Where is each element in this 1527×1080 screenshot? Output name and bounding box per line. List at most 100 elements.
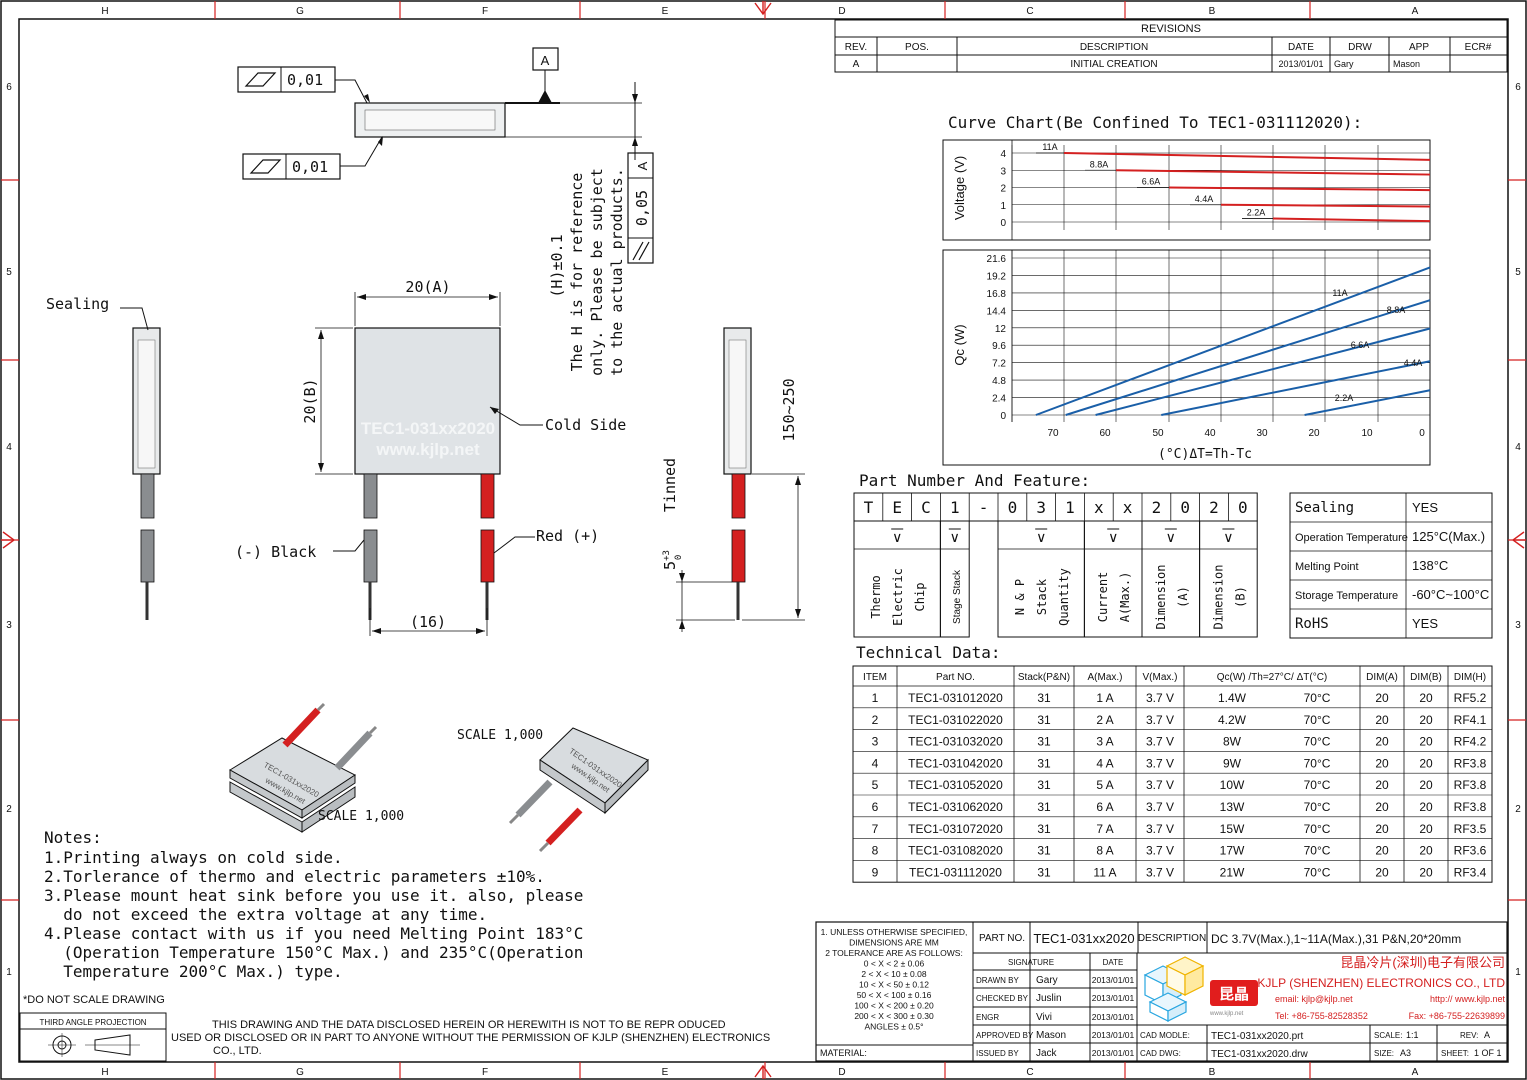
tech-cell: TEC1-031072020 [908,822,1003,836]
voltage-tick-label: 1 [1000,201,1006,212]
qc-x-tick-label: 40 [1204,428,1216,439]
tech-cell: TEC1-031042020 [908,756,1003,770]
note-line: do not exceed the extra voltage at any t… [44,905,487,924]
qc-x-tick-label: 60 [1099,428,1111,439]
part-number-char: x [1123,498,1133,517]
tech-cell: 2 [872,713,879,727]
part-number-field-label: N & P [1013,579,1027,615]
part-number-title: Part Number And Feature: [859,471,1090,490]
flatness-icon [244,72,277,87]
tolerance-line: 1. UNLESS OTHERWISE SPECIFIED, [821,927,968,937]
disclaimer-line: THIS DRAWING AND THE DATA DISCLOSED HERE… [212,1019,726,1031]
tech-header: ITEM [863,672,887,683]
tech-cell: 3 A [1096,735,1113,749]
sign-date: 2013/01/01 [1092,975,1135,985]
frame-col-label: B [1209,6,1216,17]
frame-col-label: D [838,1067,845,1078]
lead-spacing-dimension: (16) [410,613,446,631]
tech-cell: 21W [1220,865,1245,879]
tech-cell: 9 [872,865,879,879]
qc-x-tick-label: 50 [1152,428,1164,439]
frame-col-label: E [662,6,669,17]
tech-cell: 70°C [1304,844,1331,858]
tech-cell: 5 A [1096,778,1113,792]
part-number-arrow: ∨ [1108,529,1118,545]
tolerance-line: 0 < X < 2 ± 0.06 [864,959,925,969]
projection-block: THIRD ANGLE PROJECTION [19,1012,167,1062]
note-line: Temperature 200°C Max.) type. [44,962,343,981]
tech-cell: TEC1-031012020 [908,691,1003,705]
tech-cell: 6 [872,800,879,814]
tech-cell: 3.7 V [1146,691,1174,705]
sign-name: Gary [1036,975,1058,986]
frame-row-label: 2 [1515,804,1521,815]
part-number-field-label: Electric [891,568,905,626]
notes-block: Notes: 1.Printing always on cold side. 2… [23,828,583,1006]
tinned-main: 5 [661,561,679,570]
height-dimension: 20(B) [301,378,319,423]
frame-row-label: 3 [6,620,12,631]
frame-col-label: B [1209,1067,1216,1078]
part-number-field-label: Chip [913,583,927,612]
tech-cell: 7 A [1096,822,1113,836]
rev-row-description: INITIAL CREATION [1070,59,1157,70]
black-lead-label: (-) Black [235,543,316,561]
part-no-label: PART NO. [979,933,1025,944]
tech-cell: 70°C [1304,691,1331,705]
voltage-axis-label: Voltage (V) [952,156,967,220]
qc-axis-label: Qc (W) [952,324,967,365]
width-dimension: 20(A) [405,278,450,296]
tech-cell: 4 A [1096,756,1113,770]
qc-series-line [1065,299,1431,416]
tech-cell: 31 [1037,756,1051,770]
tolerance-line: 100 < X < 200 ± 0.20 [854,1001,934,1011]
parallelism-value: 0,05 [633,190,651,226]
frame-col-label: F [482,6,488,17]
scale-label: SCALE: [1374,1031,1402,1040]
notes-title: Notes: [44,828,102,847]
tech-cell: 70°C [1304,778,1331,792]
tech-cell: 4 [872,756,879,770]
tolerance-line: DIMENSIONS ARE MM [849,938,939,948]
isometric-view-2: TEC1-031xx2020 www.kjlp.net SCALE 1,000 [457,727,649,853]
feature-value: YES [1412,616,1438,631]
material-label: MATERIAL: [820,1048,867,1058]
company-logo: 昆晶 www.kjlp.net [1143,956,1258,1022]
tolerance-line: 2 TOLERANCE ARE AS FOLLOWS: [825,948,963,958]
side-view-top: A 0,01 0,01 0,05 A (H)±0.1 The H is for … [237,47,654,376]
qc-series-label: 8.8A [1387,305,1406,315]
qc-tick-label: 16.8 [987,289,1007,300]
tech-cell: RF3.6 [1454,844,1487,858]
logo-text: 昆晶 [1219,986,1249,1003]
tech-header: Part NO. [936,672,975,683]
feature-name: Storage Temperature [1295,590,1398,602]
frame-col-label: C [1026,1067,1033,1078]
tech-cell: 70°C [1304,822,1331,836]
tech-cell: RF4.2 [1454,735,1487,749]
tech-header: DIM(H) [1454,672,1486,683]
tech-cell: 20 [1419,756,1433,770]
red-lead-label: Red (+) [536,527,599,545]
rev-row-rev: A [853,59,860,70]
sign-date: 2013/01/01 [1092,1048,1135,1058]
logo-url: www.kjlp.net [1209,1011,1244,1017]
voltage-series-label: 11A [1042,142,1057,152]
sign-role: APPROVED BY [976,1031,1034,1040]
tech-cell: TEC1-031062020 [908,800,1003,814]
revisions-table: REVISIONS REV. POS. DESCRIPTION DATE DRW… [834,19,1508,73]
rev-header-description: DESCRIPTION [1080,42,1148,53]
part-number-char: x [1094,498,1104,517]
h-note-line-2: only. Please be subject [588,168,606,376]
tech-header: V(Max.) [1143,672,1178,683]
company-tel: Tel: +86-755-82528352 [1275,1011,1368,1021]
frame-col-label: A [1412,1067,1419,1078]
qc-series-line [1161,360,1431,416]
qc-tick-label: 12 [995,324,1007,335]
tech-cell: 2 A [1096,713,1113,727]
qc-x-tick-label: 20 [1308,428,1320,439]
tech-header: A(Max.) [1088,672,1123,683]
part-number-char: 3 [1036,498,1046,517]
tech-cell: 20 [1375,865,1389,879]
parallel-icon [632,241,644,261]
